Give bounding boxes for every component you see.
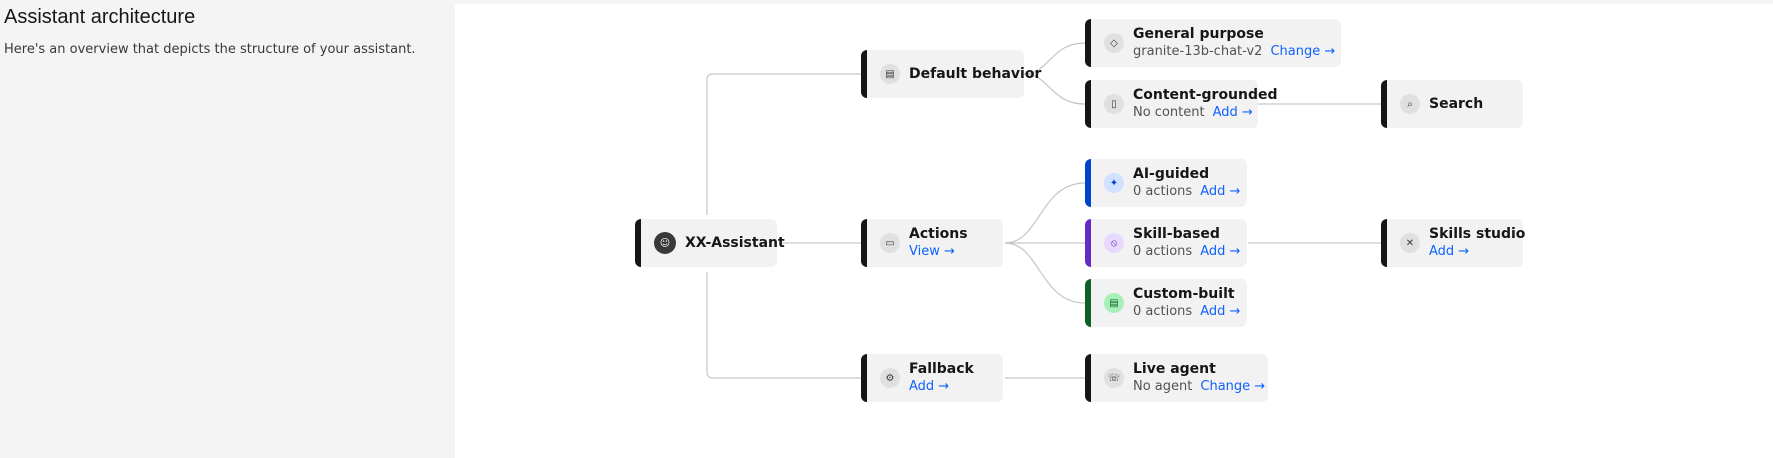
skills-studio-add-link[interactable]: Add →: [1429, 244, 1470, 259]
bot-icon: ☺: [654, 232, 676, 254]
node-title: Content-grounded: [1133, 87, 1278, 103]
node-title: Fallback: [909, 361, 974, 377]
node-content-grounded[interactable]: ▯ Content-grounded No content Add →: [1085, 80, 1278, 128]
node-title: XX-Assistant: [685, 235, 785, 251]
node-general-purpose[interactable]: ◇ General purpose granite-13b-chat-v2 Ch…: [1085, 19, 1341, 67]
action-count: 0 actions: [1133, 304, 1193, 319]
document-icon: ▯: [1104, 94, 1124, 114]
general-purpose-change-link[interactable]: Change →: [1270, 44, 1336, 59]
ai-guided-add-link[interactable]: Add →: [1200, 184, 1241, 199]
node-xx-assistant[interactable]: ☺ XX-Assistant: [635, 219, 785, 267]
node-search[interactable]: ⌕ Search: [1381, 80, 1523, 128]
canvas-top-border: [455, 0, 1773, 4]
ai-sparkle-icon: ✦: [1104, 173, 1124, 193]
node-live-agent[interactable]: ☏ Live agent No agent Change →: [1085, 354, 1268, 402]
node-skill-based[interactable]: ⦸ Skill-based 0 actions Add →: [1085, 219, 1247, 267]
node-title: AI-guided: [1133, 166, 1210, 182]
tools-icon: ✕: [1400, 233, 1420, 253]
action-count: 0 actions: [1133, 244, 1193, 259]
page-title: Assistant architecture: [4, 6, 196, 28]
page-description: Here's an overview that depicts the stru…: [4, 42, 416, 57]
node-actions[interactable]: ▭ Actions View →: [861, 219, 1003, 267]
live-agent-change-link[interactable]: Change →: [1200, 379, 1266, 394]
node-title: Actions: [909, 226, 968, 242]
node-ai-guided[interactable]: ✦ AI-guided 0 actions Add →: [1085, 159, 1247, 207]
node-title: Skill-based: [1133, 226, 1220, 242]
node-title: General purpose: [1133, 26, 1264, 42]
clipboard-gear-icon: ▤: [880, 64, 900, 84]
node-fallback[interactable]: ⚙ Fallback Add →: [861, 354, 1003, 402]
info-panel: Assistant architecture Here's an overvie…: [0, 0, 455, 458]
node-title: Custom-built: [1133, 286, 1235, 302]
diamond-icon: ◇: [1104, 33, 1124, 53]
fallback-add-link[interactable]: Add →: [909, 379, 950, 394]
content-grounded-add-link[interactable]: Add →: [1212, 105, 1253, 120]
headset-icon: ☏: [1104, 368, 1124, 388]
custom-built-add-link[interactable]: Add →: [1200, 304, 1241, 319]
content-status: No content: [1133, 105, 1205, 120]
search-icon: ⌕: [1400, 94, 1420, 114]
action-count: 0 actions: [1133, 184, 1193, 199]
node-title: Live agent: [1133, 361, 1216, 377]
action-list-icon: ▭: [880, 233, 900, 253]
skill-circle-icon: ⦸: [1104, 233, 1124, 253]
gear-icon: ⚙: [880, 368, 900, 388]
node-title: Search: [1429, 96, 1484, 112]
node-skills-studio[interactable]: ✕ Skills studio Add →: [1381, 219, 1526, 267]
document-code-icon: ▤: [1104, 293, 1124, 313]
actions-view-link[interactable]: View →: [909, 244, 955, 259]
node-default-behavior[interactable]: ▤ Default behavior: [861, 50, 1041, 98]
node-title: Default behavior: [909, 66, 1042, 82]
node-title: Skills studio: [1429, 226, 1526, 242]
node-custom-built[interactable]: ▤ Custom-built 0 actions Add →: [1085, 279, 1247, 327]
agent-status: No agent: [1133, 379, 1193, 394]
model-name: granite-13b-chat-v2: [1133, 44, 1263, 59]
skill-based-add-link[interactable]: Add →: [1200, 244, 1241, 259]
